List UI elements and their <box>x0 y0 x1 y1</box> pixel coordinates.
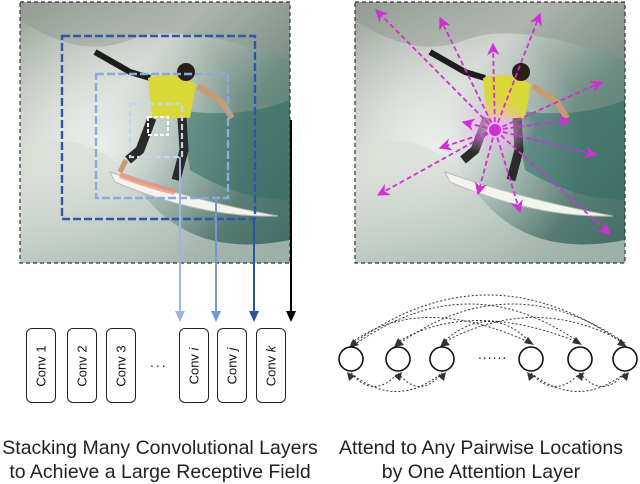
receptive-field-small <box>147 116 169 136</box>
attention-arrows <box>375 9 611 235</box>
attention-arrow <box>474 129 496 196</box>
conv-prefix: Conv <box>74 352 90 387</box>
attention-arrow <box>494 115 572 131</box>
attention-graph <box>338 294 638 392</box>
left-caption-line2: to Achieve a Large Receptive Field <box>9 461 311 483</box>
right-image-border <box>354 1 626 264</box>
conv-layer-box: Conv k <box>256 328 286 403</box>
arrowhead-conv-i <box>175 311 185 322</box>
conv-index: 2 <box>74 344 90 353</box>
attention-arrow <box>494 129 523 214</box>
receptive-field-j <box>94 72 230 200</box>
conv-prefix: Conv <box>263 351 279 386</box>
attention-arrow <box>461 118 496 131</box>
attention-node <box>567 346 593 372</box>
attention-arrow <box>375 9 496 131</box>
conv-prefix: Conv <box>33 352 49 387</box>
attention-arrow <box>494 129 611 235</box>
attention-node <box>429 346 455 372</box>
attention-arrow <box>438 129 496 151</box>
conv-layer-box: Conv 3 <box>106 328 136 403</box>
right-caption-line2: by One Attention Layer <box>381 461 581 483</box>
conv-index: 1 <box>33 344 49 353</box>
attention-node <box>518 346 544 372</box>
surfer-photo-right <box>355 2 625 263</box>
surfer-photo-left <box>20 2 290 263</box>
node-ellipsis: ...... <box>478 346 508 362</box>
attention-arrow <box>439 16 496 131</box>
attention-arrow <box>494 80 604 131</box>
right-caption-line1: Attend to Any Pairwise Locations <box>339 437 623 459</box>
conv-layer-box: Conv j <box>217 328 247 403</box>
attention-node <box>385 346 411 372</box>
attention-arrow <box>376 129 496 196</box>
conv-prefix: Conv <box>186 349 202 384</box>
left-caption-line1: Stacking Many Convolutional Layers <box>2 437 318 459</box>
arrowhead-global-field <box>286 311 296 322</box>
conv-prefix: Conv <box>113 352 129 387</box>
conv-index: j <box>224 347 240 350</box>
attention-node <box>612 346 638 372</box>
arrowhead-conv-k <box>249 311 259 322</box>
arrowhead-conv-j <box>211 311 221 322</box>
right-caption: Attend to Any Pairwise Locations by One … <box>322 436 640 484</box>
conv-layer-box: Conv i <box>179 328 209 403</box>
attention-arrow <box>486 42 500 131</box>
conv-ellipsis: ... <box>150 354 168 370</box>
attention-arrow <box>494 129 598 159</box>
attention-query-point <box>489 124 501 136</box>
conv-prefix: Conv <box>224 349 240 384</box>
conv-layer-box: Conv 2 <box>67 328 97 403</box>
conv-index: k <box>263 345 279 352</box>
attention-node <box>338 346 364 372</box>
left-caption: Stacking Many Convolutional Layers to Ac… <box>0 436 320 484</box>
attention-arrow <box>494 12 542 131</box>
receptive-field-i <box>128 102 184 159</box>
receptive-field-k <box>60 34 257 221</box>
conv-index: 3 <box>113 344 129 353</box>
conv-layer-box: Conv 1 <box>26 328 56 403</box>
conv-index: i <box>186 347 202 350</box>
